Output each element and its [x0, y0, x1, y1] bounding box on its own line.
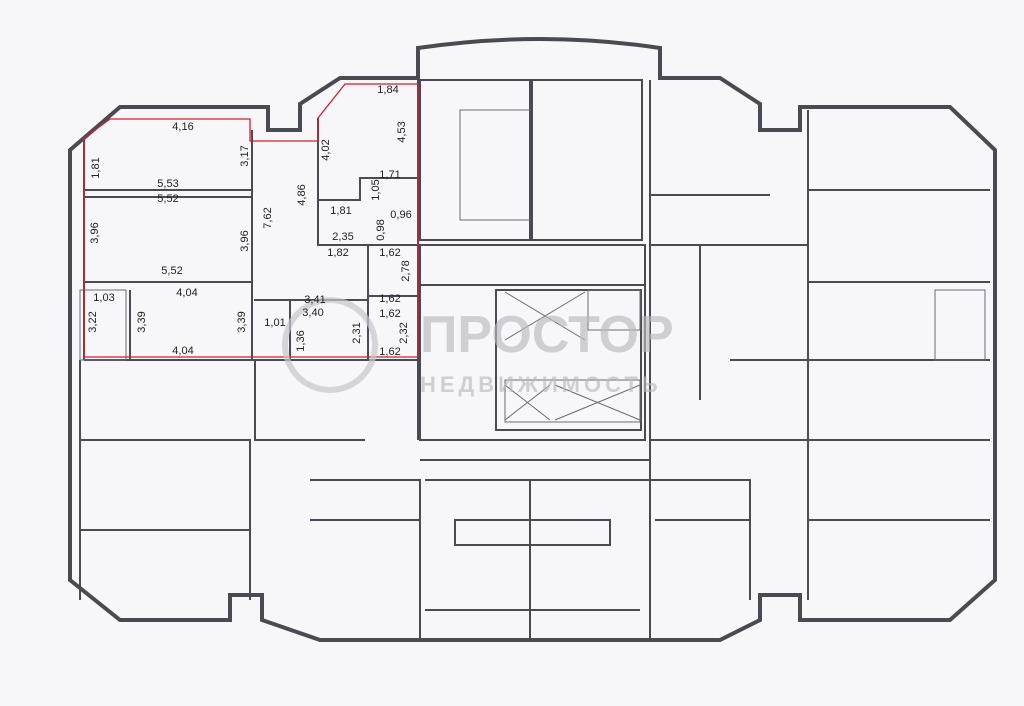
dim-label: 1,62 [379, 247, 400, 259]
dim-label: 2,31 [351, 322, 363, 343]
watermark: ПРОСТОР НЕДВИЖИМОСТЬ [282, 297, 674, 397]
dim-label: 0,96 [390, 209, 411, 221]
dim-label: 5,52 [161, 265, 182, 277]
dim-label: 3,40 [302, 307, 323, 319]
dim-label: 4,53 [396, 121, 408, 142]
dim-label: 1,05 [370, 179, 382, 200]
dim-label: 1,62 [379, 308, 400, 320]
apartment-highlight [83, 83, 419, 358]
dim-label: 3,22 [87, 311, 99, 332]
dim-label: 4,02 [320, 139, 332, 160]
dim-label: 4,04 [176, 287, 197, 299]
dim-label: 3,41 [304, 294, 325, 306]
dim-label: 3,39 [236, 311, 248, 332]
dim-label: 1,84 [377, 84, 398, 96]
dim-label: 3,96 [239, 230, 251, 251]
dim-label: 0,98 [375, 219, 387, 240]
dimension-labels: 4,16 1,81 3,17 5,53 5,52 3,96 3,96 7,62 … [87, 84, 412, 358]
dim-label: 2,35 [332, 231, 353, 243]
dim-label: 7,62 [262, 207, 274, 228]
dim-label: 3,39 [136, 311, 148, 332]
dim-label: 4,04 [172, 345, 193, 357]
dim-label: 1,62 [379, 293, 400, 305]
dim-label: 4,86 [296, 184, 308, 205]
dim-label: 1,81 [90, 157, 102, 178]
building-walls [68, 37, 997, 642]
dim-label: 3,17 [239, 145, 251, 166]
dim-label: 1,36 [295, 330, 307, 351]
dim-label: 1,81 [330, 205, 351, 217]
dim-label: 1,01 [264, 317, 285, 329]
dim-label: 5,52 [157, 193, 178, 205]
dim-label: 2,32 [398, 322, 410, 343]
watermark-subtitle: НЕДВИЖИМОСТЬ [420, 372, 662, 397]
dim-label: 1,71 [379, 169, 400, 181]
dim-label: 3,96 [89, 222, 101, 243]
dim-label: 4,16 [172, 121, 193, 133]
dim-label: 2,78 [400, 260, 412, 281]
dim-label: 5,53 [157, 178, 178, 190]
dim-label: 1,62 [379, 346, 400, 358]
watermark-title: ПРОСТОР [420, 306, 674, 364]
dim-label: 1,82 [327, 247, 348, 259]
dim-label: 1,03 [93, 292, 114, 304]
